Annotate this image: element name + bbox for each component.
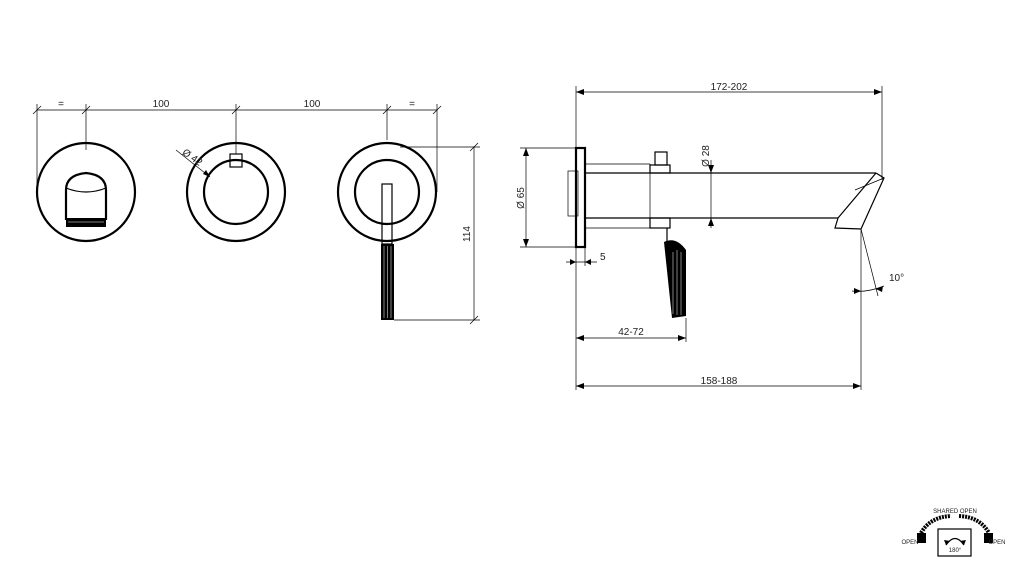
diameter-65-dimension: Ø 65	[516, 147, 576, 248]
spacing-right-label: 100	[304, 99, 321, 110]
thickness-5-label: 5	[600, 252, 606, 263]
operation-legend: SHARED OPEN 180° OPEN OPEN	[901, 509, 1006, 557]
rotation-box	[937, 528, 972, 557]
side-view: Ø 65 Ø 28 5 172-202	[516, 82, 904, 390]
diameter-65-label: Ø 65	[516, 187, 527, 209]
lever-distance-dimension: 42-72	[575, 266, 687, 390]
front-view: = 100 100 = Ø 42 114	[32, 99, 480, 325]
total-length-label: 172-202	[711, 82, 748, 93]
height-dimension: 114	[394, 142, 480, 325]
rotation-label: 180°	[949, 548, 962, 554]
open-right-label: OPEN	[988, 540, 1005, 546]
mixer-lever	[336, 141, 438, 320]
spout-rosette	[35, 141, 137, 243]
diameter-42-dimension: Ø 42	[175, 147, 211, 178]
wall-plate	[574, 146, 587, 249]
diverter-knob	[185, 112, 287, 243]
front-spacing-dimensions: = 100 100 =	[32, 99, 442, 192]
side-lever	[664, 228, 686, 318]
total-length-dimension: 172-202	[575, 82, 883, 180]
spout-length-label: 158-188	[701, 376, 738, 387]
spacing-left-label: 100	[153, 99, 170, 110]
lever-distance-label: 42-72	[618, 327, 644, 338]
height-114-label: 114	[462, 226, 473, 242]
shared-open-label: SHARED OPEN	[933, 509, 977, 515]
angle-10-label: 10°	[889, 273, 904, 284]
angle-dimension: 10°	[851, 228, 904, 297]
diameter-42-label: Ø 42	[180, 147, 204, 169]
diameter-28-dimension: Ø 28	[701, 145, 714, 228]
equal-left-label: =	[58, 99, 64, 110]
equal-right-label: =	[409, 99, 415, 110]
open-left-label: OPEN	[901, 540, 918, 546]
spout-body	[585, 172, 885, 230]
spout-length-dimension: 158-188	[576, 229, 862, 390]
diameter-28-label: Ø 28	[701, 145, 712, 167]
plate-thickness-dimension: 5	[566, 247, 606, 266]
